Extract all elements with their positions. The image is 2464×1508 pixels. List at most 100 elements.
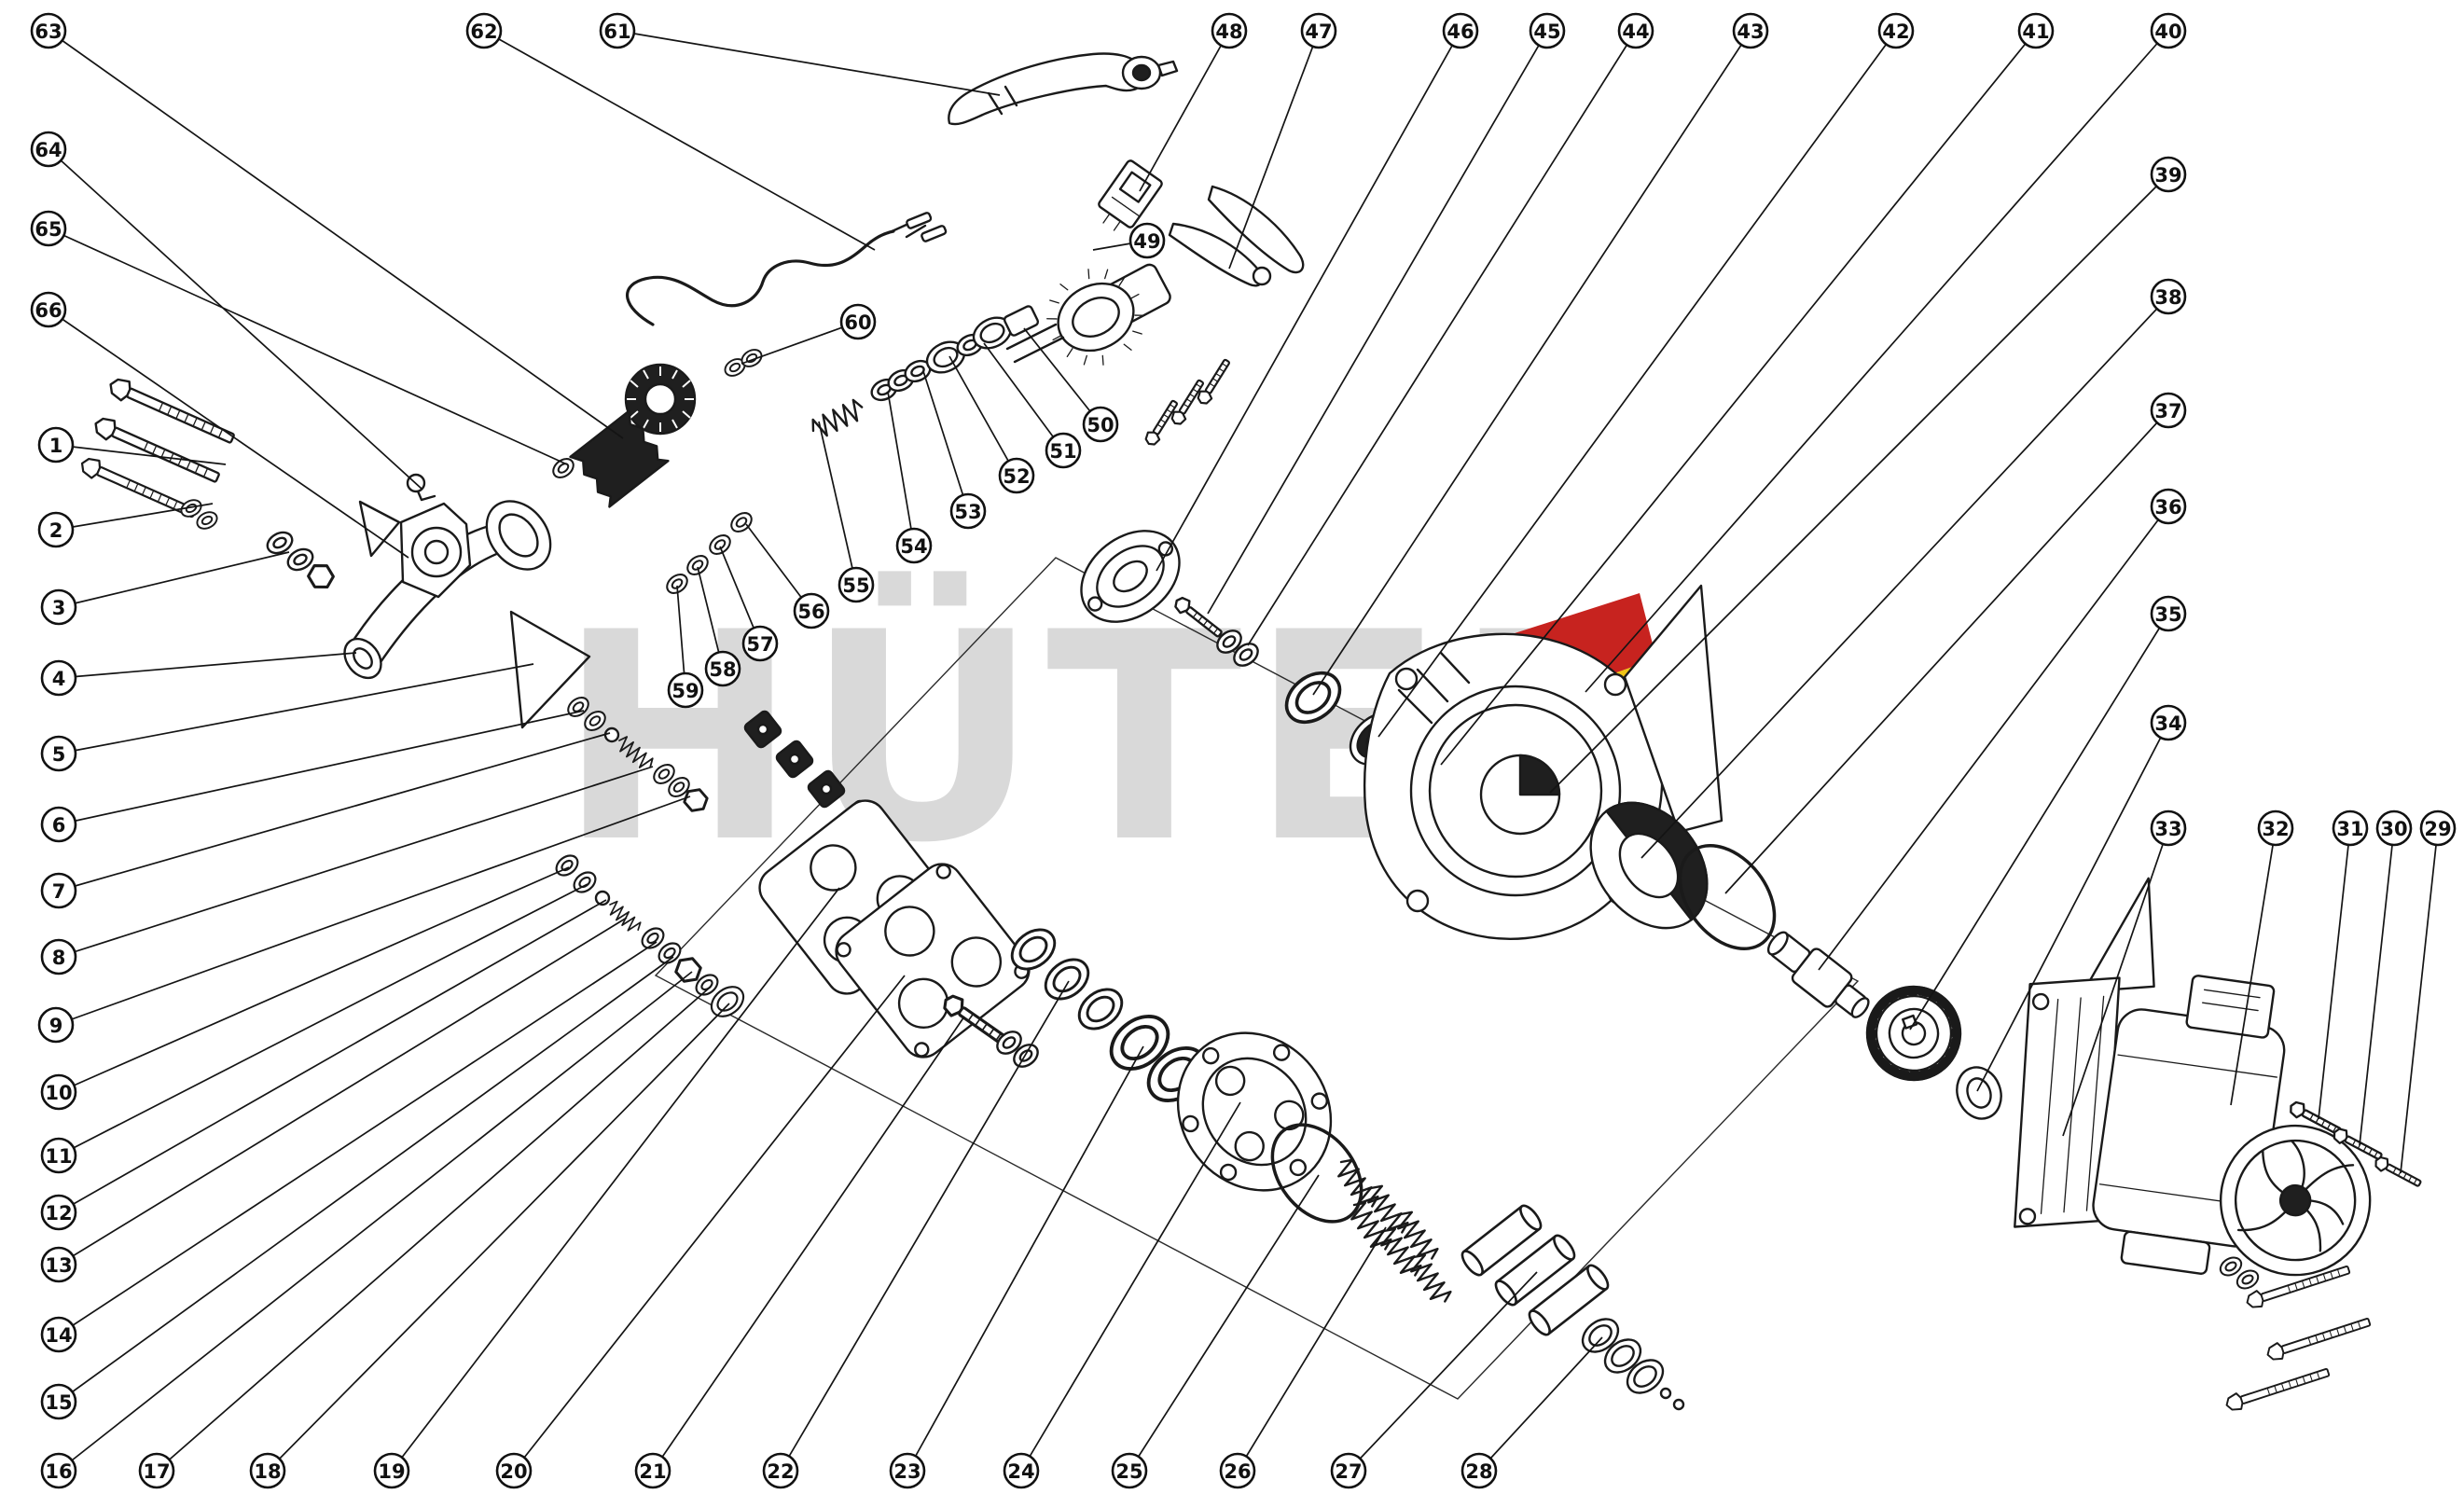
balloon-number-47: 47 — [1305, 21, 1332, 43]
balloon-number-49: 49 — [1133, 230, 1160, 253]
balloon-57 — [741, 625, 779, 662]
callout-37: 37 — [1724, 392, 2187, 894]
leader-line-60 — [741, 321, 859, 365]
balloon-number-46: 46 — [1447, 21, 1474, 43]
callout-22: 22 — [762, 980, 1070, 1489]
balloon-23 — [889, 1452, 926, 1489]
leader-line-33 — [2062, 827, 2169, 1137]
callout-7: 7 — [40, 732, 611, 909]
callout-59: 59 — [667, 585, 704, 709]
callout-43: 43 — [1312, 12, 1769, 696]
leader-line-19 — [391, 887, 840, 1472]
leader-line-12 — [58, 899, 607, 1213]
gun-coupler — [1005, 263, 1171, 366]
balloon-16 — [40, 1452, 77, 1489]
balloon-58 — [704, 650, 741, 687]
callout-20: 20 — [495, 975, 906, 1489]
balloon-28 — [1460, 1452, 1498, 1489]
leader-line-27 — [1348, 1271, 1538, 1472]
balloon-11 — [40, 1137, 77, 1174]
bearing-flange — [1080, 530, 1181, 623]
callout-52: 52 — [948, 355, 1035, 494]
balloon-number-20: 20 — [500, 1460, 527, 1483]
callout-48: 48 — [1139, 12, 1248, 192]
leader-line-45 — [1207, 30, 1548, 615]
balloon-number-4: 4 — [52, 668, 66, 690]
balloon-number-38: 38 — [2154, 286, 2181, 309]
balloon-number-53: 53 — [954, 501, 981, 523]
leader-line-36 — [1818, 505, 2169, 971]
balloon-59 — [667, 671, 704, 709]
motor-bolt — [2263, 1313, 2374, 1364]
lance-spring — [807, 396, 868, 442]
balloon-number-14: 14 — [45, 1324, 72, 1347]
callout-39: 39 — [1549, 156, 2187, 794]
leader-line-64 — [48, 148, 422, 490]
flat-washer — [262, 527, 298, 559]
leader-line-38 — [1640, 296, 2169, 859]
balloon-30 — [2375, 809, 2413, 847]
housing-ear-hole — [1603, 672, 1627, 697]
balloon-number-55: 55 — [842, 574, 869, 597]
motor-assembly — [2014, 877, 2372, 1277]
leader-line-20 — [513, 975, 906, 1472]
balloon-number-54: 54 — [900, 535, 927, 558]
callout-3: 3 — [40, 551, 290, 626]
balloon-number-17: 17 — [143, 1460, 170, 1483]
callout-15: 15 — [40, 956, 674, 1420]
housing-oring — [1678, 843, 1777, 951]
balloon-42 — [1877, 12, 1915, 49]
balloon-number-18: 18 — [254, 1460, 281, 1483]
leader-line-30 — [2359, 827, 2395, 1146]
balloon-number-5: 5 — [52, 743, 66, 766]
mounting-bolts-left — [76, 374, 238, 523]
balloon-3 — [40, 588, 77, 626]
leader-line-44 — [1247, 30, 1637, 646]
balloon-22 — [762, 1452, 799, 1489]
callout-14: 14 — [40, 941, 658, 1353]
leader-line-43 — [1312, 30, 1751, 696]
leader-line-2 — [55, 503, 214, 531]
balloon-number-6: 6 — [52, 814, 66, 837]
leader-line-46 — [1156, 30, 1461, 572]
balloon-number-22: 22 — [767, 1460, 794, 1483]
callout-49: 49 — [1092, 222, 1166, 259]
callout-45: 45 — [1207, 12, 1566, 615]
trigger-levers — [1168, 185, 1305, 287]
callout-27: 27 — [1330, 1271, 1538, 1489]
seal-ball — [1659, 1387, 1672, 1400]
balloon-number-3: 3 — [52, 597, 66, 619]
balloon-number-42: 42 — [1882, 21, 1909, 43]
balloon-25 — [1111, 1452, 1148, 1489]
balloon-29 — [2419, 809, 2457, 847]
leader-line-5 — [58, 663, 534, 754]
balloon-12 — [40, 1194, 77, 1231]
housing-screws — [1142, 355, 1235, 449]
balloon-48 — [1211, 12, 1248, 49]
motor-bearing — [1956, 1066, 2002, 1120]
balloon-49 — [1128, 222, 1166, 259]
balloon-10 — [40, 1073, 77, 1111]
callout-25: 25 — [1111, 1174, 1320, 1489]
leader-line-61 — [616, 30, 1001, 96]
balloon-number-8: 8 — [52, 947, 66, 969]
balloon-50 — [1082, 406, 1119, 443]
balloon-number-11: 11 — [45, 1145, 72, 1168]
callout-2: 2 — [37, 503, 214, 548]
callout-9: 9 — [37, 796, 691, 1044]
balloon-26 — [1219, 1452, 1256, 1489]
balloon-number-40: 40 — [2154, 21, 2181, 43]
leader-line-11 — [58, 883, 588, 1156]
leader-line-16 — [58, 971, 693, 1472]
balloon-number-62: 62 — [470, 21, 497, 43]
callout-62: 62 — [465, 12, 876, 251]
callout-58: 58 — [697, 566, 741, 687]
callout-40: 40 — [1585, 12, 2187, 693]
head-oring — [1270, 1123, 1364, 1224]
callout-29: 29 — [2400, 809, 2457, 1174]
balloon-9 — [37, 1006, 75, 1044]
balloon-number-37: 37 — [2154, 400, 2181, 422]
leader-line-17 — [156, 986, 712, 1472]
